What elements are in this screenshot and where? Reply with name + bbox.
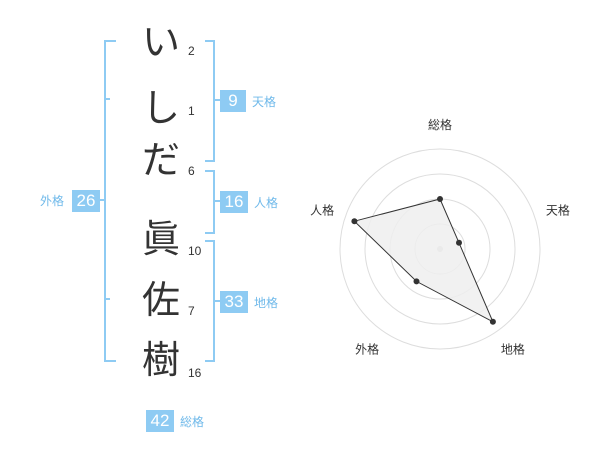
bracket-connector xyxy=(98,199,104,201)
name-character-2: し xyxy=(141,86,180,130)
tenkaku-badge: 9 xyxy=(220,90,246,112)
radar-point-5 xyxy=(351,218,358,225)
stroke-count-6: 16 xyxy=(188,366,202,380)
radar-point-4 xyxy=(413,278,420,285)
radar-axis-label-1: 総格 xyxy=(428,117,452,132)
tenkaku-label: 天格 xyxy=(252,95,277,109)
radar-axis-label-2: 天格 xyxy=(546,203,570,218)
radar-polygon xyxy=(353,198,494,323)
bracket-tick xyxy=(104,298,110,300)
gaikaku-label: 外格 xyxy=(40,194,65,208)
radar-point-3 xyxy=(489,318,496,325)
stroke-count-3: 6 xyxy=(188,164,195,178)
soukaku-label: 総格 xyxy=(180,415,205,429)
gaikaku-badge: 26 xyxy=(72,190,100,212)
bracket-connector xyxy=(214,300,220,302)
jinkaku-bracket xyxy=(205,170,215,234)
gaikaku-bracket xyxy=(104,40,116,362)
stroke-count-2: 1 xyxy=(188,104,195,118)
radar-axis-label-3: 地格 xyxy=(501,341,525,356)
radar-point-2 xyxy=(456,239,462,246)
bracket-connector xyxy=(214,99,220,101)
radar-point-1 xyxy=(437,196,443,202)
name-character-3: だ xyxy=(141,138,180,182)
bracket-tick xyxy=(104,98,110,100)
bracket-connector xyxy=(214,200,220,202)
jinkaku-badge: 16 xyxy=(220,191,248,213)
radar-ring xyxy=(364,173,516,325)
radar-axis-label-4: 外格 xyxy=(355,341,379,356)
radar-ring xyxy=(339,148,541,350)
soukaku-badge: 42 xyxy=(146,410,174,432)
name-character-1: い xyxy=(141,20,180,64)
stroke-count-4: 10 xyxy=(188,244,202,258)
name-character-4: 眞 xyxy=(141,217,180,261)
chikaku-badge: 33 xyxy=(220,291,248,313)
name-character-6: 樹 xyxy=(141,338,180,382)
tenkaku-bracket xyxy=(205,40,215,162)
radar-axis-label-5: 人格 xyxy=(310,203,334,218)
chikaku-label: 地格 xyxy=(254,296,279,310)
stroke-count-5: 7 xyxy=(188,304,195,318)
stroke-count-1: 2 xyxy=(188,44,195,58)
jinkaku-label: 人格 xyxy=(254,196,279,210)
name-character-5: 佐 xyxy=(141,278,180,322)
